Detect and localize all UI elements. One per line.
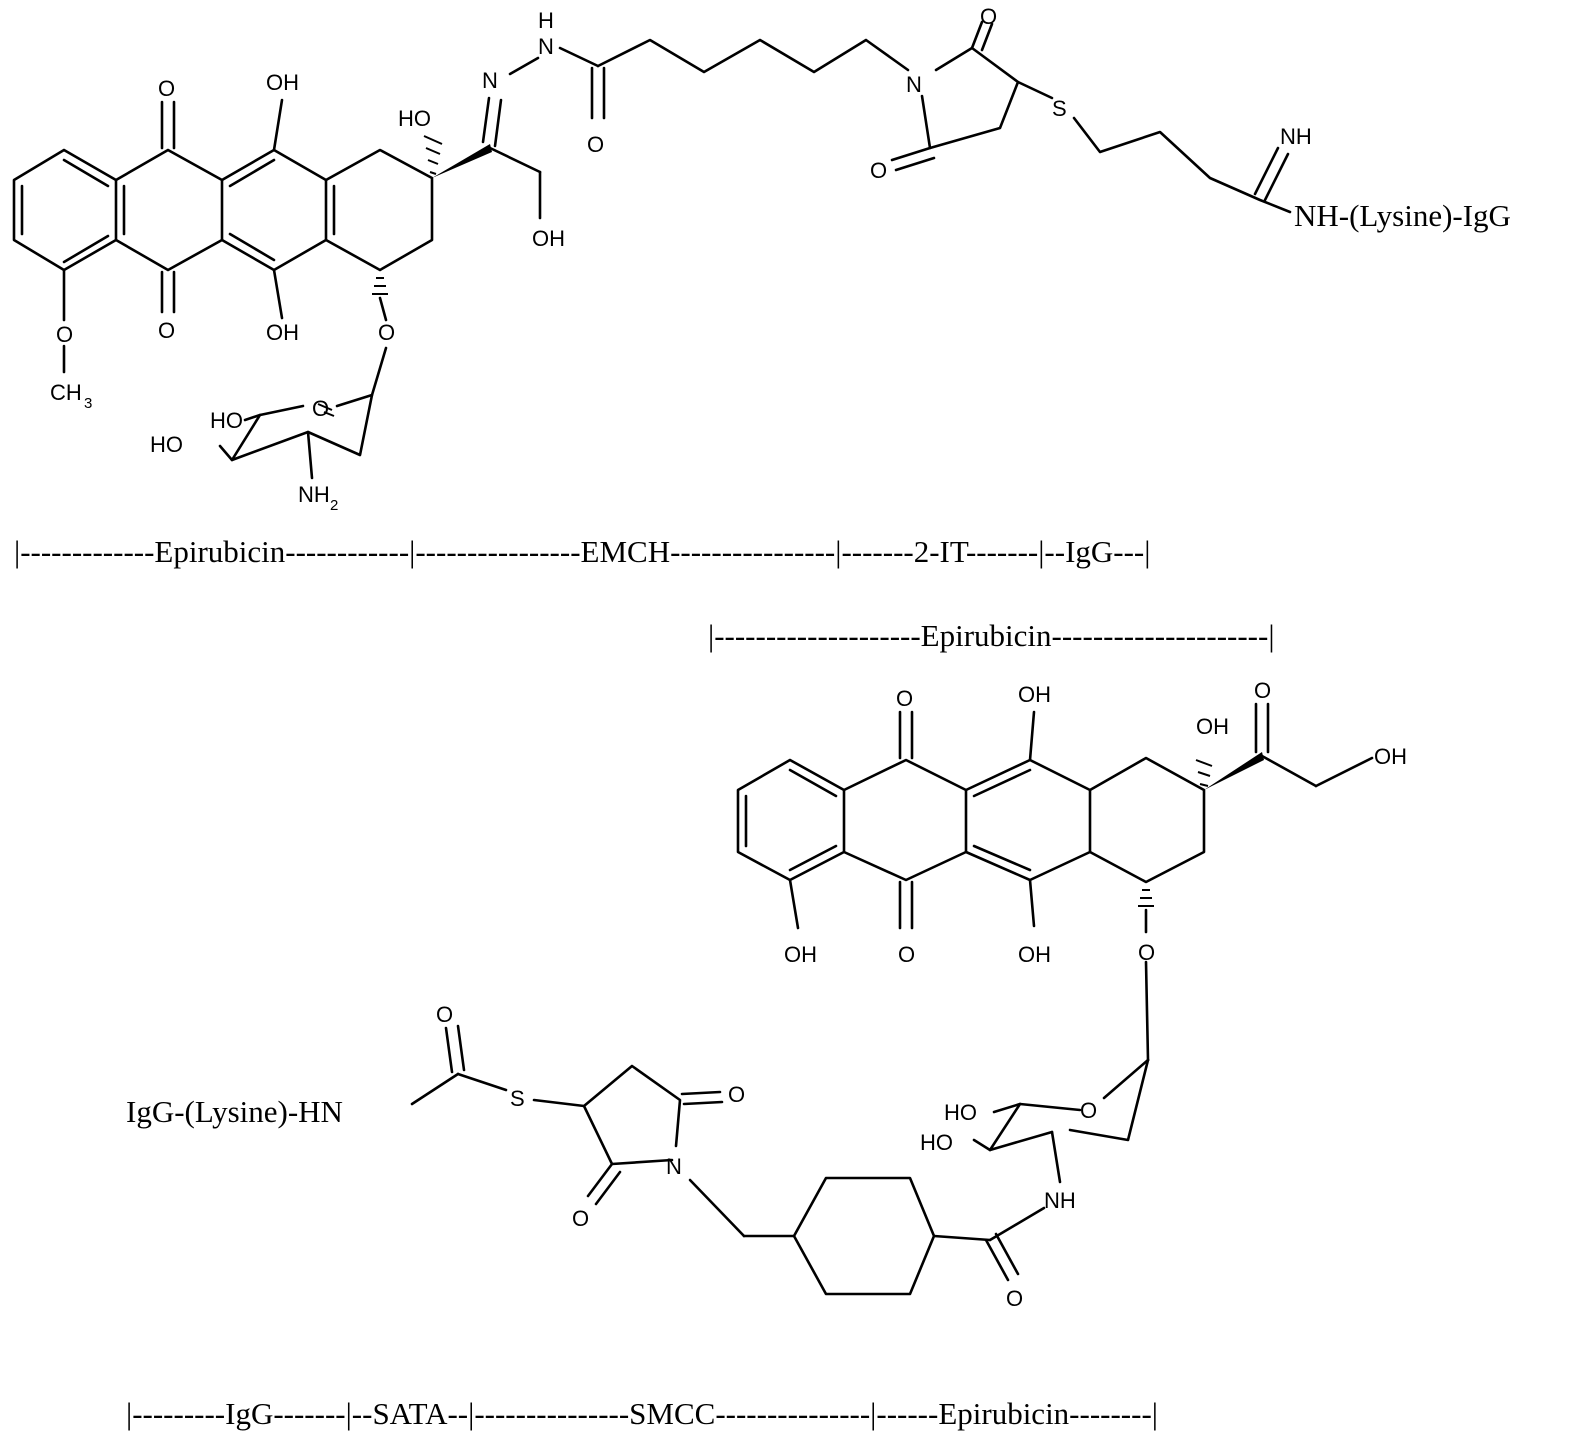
bottom-thioester-o-label: O [436, 1002, 453, 1027]
bottom-header-label: |--------------------Epirubicin---------… [708, 618, 1275, 653]
top-hydroxy-label: OH [266, 70, 299, 95]
top-oxo-lower-label: O [158, 318, 175, 343]
top-imine-nh-label: NH [1280, 124, 1312, 149]
bottom-amide-o-label: O [1006, 1286, 1023, 1311]
top-ho-quaternary-label: HO [398, 106, 431, 131]
bottom-succinimide-o2-label: O [572, 1206, 589, 1231]
top-amino-label: NH [298, 482, 330, 507]
bottom-stereo-bonds [1138, 752, 1264, 907]
top-sugar-ho1-label: HO [210, 408, 243, 433]
top-bonds [12, 20, 1292, 480]
top-succinimide-o1-label: O [980, 4, 997, 29]
bottom-phenol-oh-label: OH [784, 942, 817, 967]
top-sugar-o-label: O [312, 396, 329, 421]
bottom-succinimide-n-label: N [666, 1154, 682, 1179]
top-glycoside-o-label: O [378, 320, 395, 345]
top-amide-o-label: O [587, 132, 604, 157]
bottom-atom-labels: O OH OH O OH OH O OH O O S O N O O HO HO… [436, 678, 1407, 1311]
bottom-structure: |--------------------Epirubicin---------… [126, 618, 1407, 1431]
top-stereo-bonds [317, 135, 492, 417]
bottom-sulfur-label: S [510, 1086, 525, 1111]
bottom-hydroxy-label: OH [1018, 682, 1051, 707]
bottom-oxo-label: O [896, 686, 913, 711]
bottom-succinimide-o1-label: O [728, 1082, 745, 1107]
top-hydrazide-n-label: N [538, 34, 554, 59]
top-terminal-igg-label: NH-(Lysine)-IgG [1294, 198, 1511, 233]
top-hydrazide-h-label: H [538, 8, 554, 33]
top-hydrazone-n-label: N [482, 68, 498, 93]
bottom-sugar-ho2-label: HO [920, 1130, 953, 1155]
top-oxo-label: O [158, 76, 175, 101]
bottom-terminal-oh-label: OH [1374, 744, 1407, 769]
bottom-quaternary-oh-label: OH [1196, 714, 1229, 739]
top-hydroxy-lower-label: OH [266, 320, 299, 345]
top-methyl-subscript: 3 [84, 395, 92, 412]
bottom-keto-o-label: O [1254, 678, 1271, 703]
bottom-bonds [410, 702, 1374, 1296]
bottom-segment-labels: |---------IgG-------|--SATA--|----------… [126, 1396, 1158, 1431]
top-segment-labels: |-------------Epirubicin------------|---… [14, 534, 1150, 569]
top-methyl-label: CH [50, 380, 82, 405]
top-methoxy-o-label: O [56, 322, 73, 347]
bottom-glycoside-o-label: O [1138, 940, 1155, 965]
top-side-hydroxy-label: OH [532, 226, 565, 251]
top-succinimide-n-label: N [906, 72, 922, 97]
top-amino-subscript: 2 [330, 497, 338, 514]
top-succinimide-o2-label: O [870, 158, 887, 183]
bottom-sugar-ho1-label: HO [944, 1100, 977, 1125]
top-sulfur-label: S [1052, 96, 1067, 121]
bottom-hydroxy-lower-label: OH [1018, 942, 1051, 967]
bottom-terminal-igg-label: IgG-(Lysine)-HN [126, 1094, 343, 1129]
bottom-amide-nh-label: NH [1044, 1188, 1076, 1213]
top-structure: O OH HO N H N O O N S O NH OH O OH O O C… [12, 4, 1511, 569]
bottom-sugar-o-label: O [1080, 1098, 1097, 1123]
top-sugar-ho2-label: HO [150, 432, 183, 457]
top-atom-labels: O OH HO N H N O O N S O NH OH O OH O O C… [50, 4, 1312, 514]
bottom-oxo-lower-label: O [898, 942, 915, 967]
